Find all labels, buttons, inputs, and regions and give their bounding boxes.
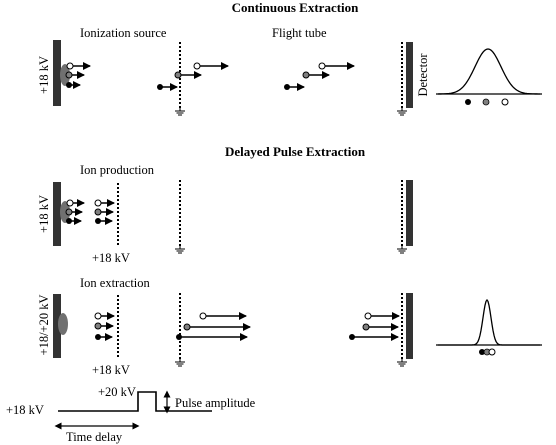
production-ground-symbol (175, 246, 185, 254)
focused-small-ion (479, 349, 485, 355)
accelerated-ions (157, 62, 229, 91)
ion-extraction-label: Ion extraction (80, 276, 151, 290)
arrival-medium-ion (482, 98, 490, 106)
production-voltage-label: +18 kV (37, 195, 51, 233)
ground-symbol (175, 108, 185, 116)
detector-ground-symbol (397, 108, 407, 116)
production-grid-voltage-label: +18 kV (92, 251, 130, 265)
extraction-accelerated-ions (176, 312, 251, 341)
flight-tube-label: Flight tube (272, 26, 327, 40)
continuous-title: Continuous Extraction (232, 0, 360, 15)
extraction-ground-symbol (175, 359, 185, 367)
pulse-peak-voltage-label: +20 kV (98, 385, 136, 399)
ion-cloud (60, 64, 70, 86)
extraction-detector-ground-symbol (397, 359, 407, 367)
production-ion-cloud (60, 201, 70, 223)
production-ions-left (65, 199, 85, 225)
source-ions (65, 62, 91, 89)
extraction-repeller-plate (53, 294, 61, 358)
extraction-grid-voltage-label: +18 kV (92, 363, 130, 377)
ionization-source-label: Ionization source (80, 26, 167, 40)
ion-production-label: Ion production (80, 163, 155, 177)
broad-peak-curve (437, 48, 540, 95)
arrival-small-ion (465, 99, 471, 105)
production-repeller-plate (53, 182, 61, 246)
production-detector-plate (406, 180, 413, 246)
pulse-base-voltage-label: +18 kV (6, 403, 44, 417)
arrival-large-ion (501, 98, 509, 106)
repeller-plate (53, 40, 61, 106)
extraction-ions-left (94, 312, 115, 341)
extraction-detector-plate (406, 293, 413, 359)
continuous-voltage-label: +18 kV (37, 56, 51, 94)
detector-label: Detector (416, 53, 430, 97)
narrow-peak-curve (438, 298, 540, 346)
production-detector-ground-symbol (397, 246, 407, 254)
extraction-arriving-ions (349, 312, 400, 341)
pulse-amplitude-label: Pulse amplitude (175, 396, 256, 410)
time-delay-label: Time delay (66, 430, 123, 444)
focused-large-ion (488, 348, 496, 356)
delayed-title: Delayed Pulse Extraction (225, 144, 366, 159)
extraction-voltage-label: +18/+20 kV (37, 295, 51, 356)
detector-plate (406, 42, 413, 108)
production-ions-right (94, 199, 115, 225)
flight-tube-ions (284, 62, 355, 91)
extraction-ion-cloud (58, 313, 68, 335)
